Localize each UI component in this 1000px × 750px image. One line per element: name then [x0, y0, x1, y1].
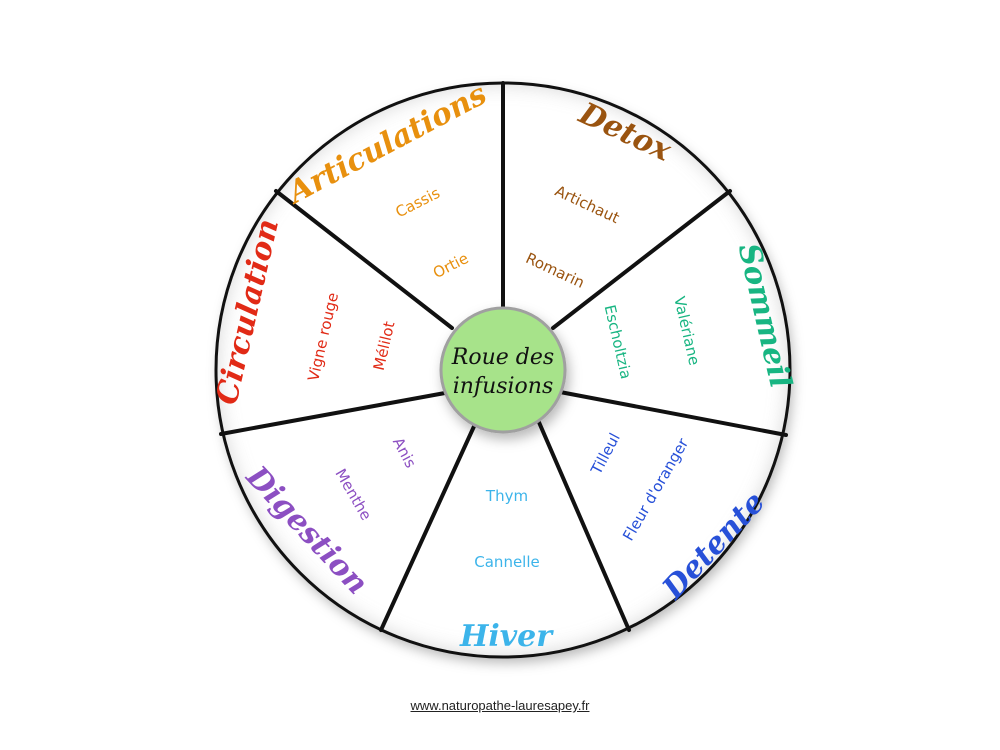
- center-circle: [439, 306, 567, 434]
- divider-hiver-digestion: [379, 420, 478, 632]
- center-title-line1: Roue des: [451, 345, 554, 370]
- sector-hiver: Hiver Thym Cannelle: [459, 487, 554, 654]
- divider-circulation-articulations: [274, 189, 454, 330]
- divider-detox-sommeil: [551, 189, 732, 330]
- sector-title-hiver: Hiver: [459, 619, 554, 654]
- center-title-line2: infusions: [453, 374, 554, 399]
- divider-digestion-circulation: [219, 391, 447, 436]
- center-badge: Roue des infusions: [439, 306, 567, 434]
- footer-website-link[interactable]: www.naturopathe-lauresapey.fr: [410, 698, 590, 713]
- sector-dividers: [219, 81, 788, 632]
- divider-detente-hiver: [536, 418, 631, 632]
- herb-thym: Thym: [485, 487, 528, 505]
- divider-sommeil-detente: [558, 390, 788, 437]
- herb-cannelle: Cannelle: [474, 553, 539, 571]
